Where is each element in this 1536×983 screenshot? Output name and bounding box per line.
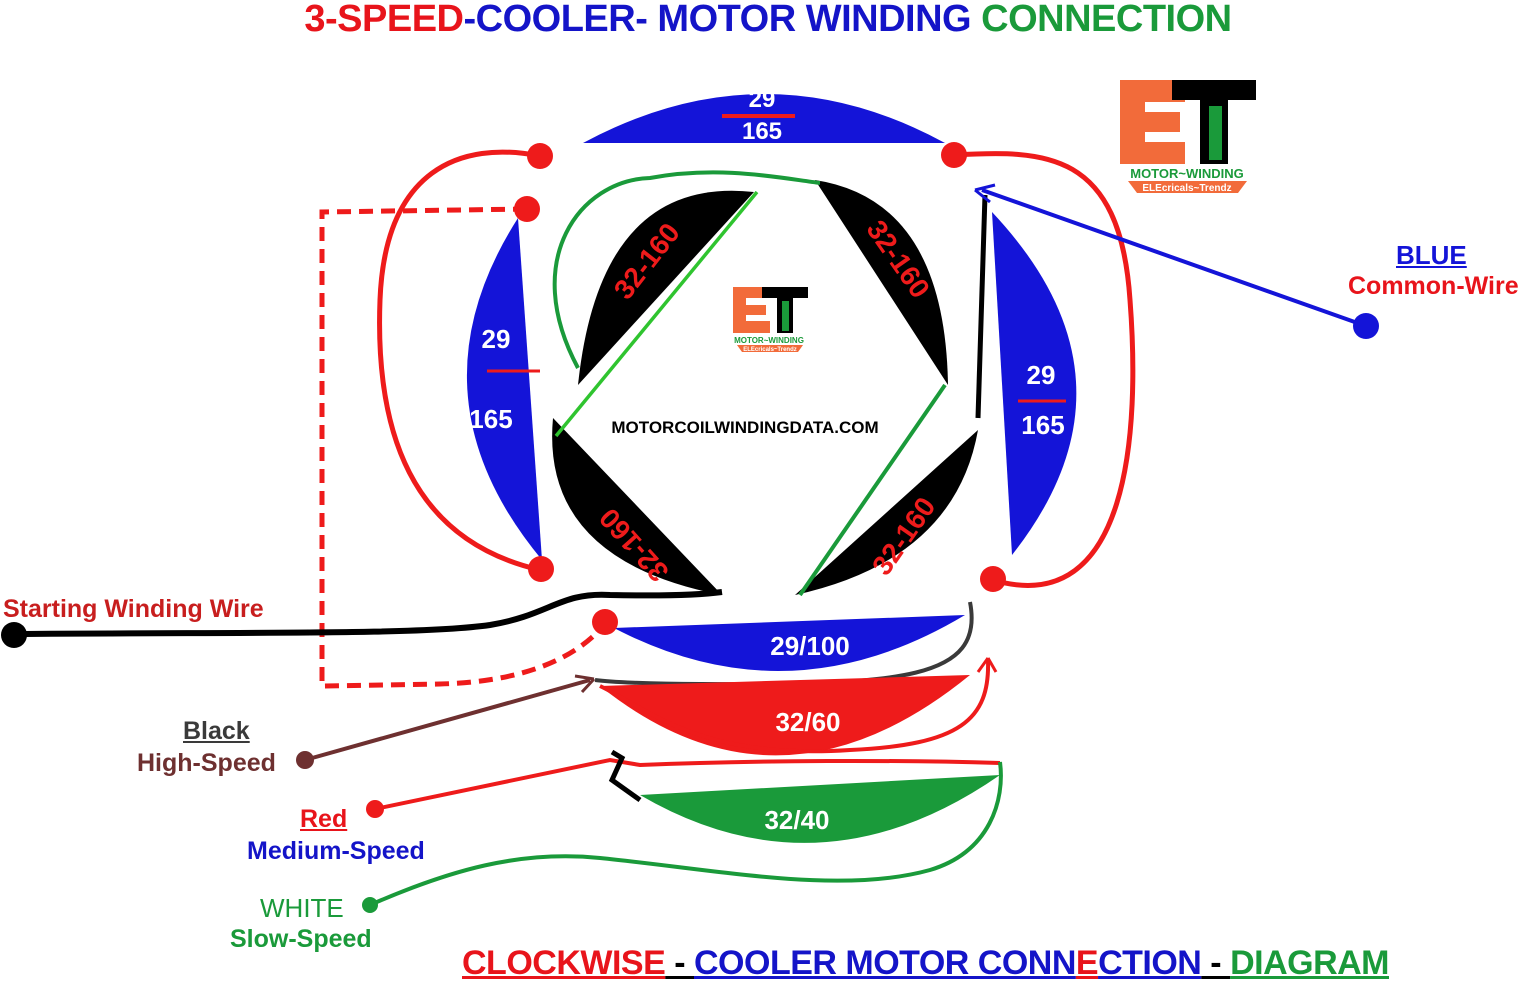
footer-title: CLOCKWISE - COOLER MOTOR CONNECTION - DI… bbox=[462, 944, 1389, 983]
inner-coil-top-left bbox=[578, 190, 754, 385]
terminal-dot-top-right bbox=[941, 142, 967, 168]
website-text: MOTORCOILWINDINGDATA.COM bbox=[611, 418, 878, 437]
red-jumper-left bbox=[377, 149, 541, 573]
footer-title-cooler: COOLER MOTOR CONN bbox=[694, 944, 1076, 982]
logo-small-line2: ELEcricals~Trendz bbox=[743, 347, 797, 353]
blue-common-arrow bbox=[974, 183, 996, 204]
black-common-lead bbox=[975, 194, 988, 419]
red-jumper-right bbox=[953, 151, 1136, 588]
speed-coil-green-label: 32/40 bbox=[764, 805, 829, 835]
coil-left-turns: 29 bbox=[482, 324, 511, 354]
coil-left bbox=[466, 218, 542, 560]
blue-wire-subtitle: Common-Wire bbox=[1348, 272, 1519, 300]
speed-coil-red bbox=[600, 675, 970, 756]
logo-large-e bbox=[1120, 80, 1185, 164]
black-high-speed-terminal bbox=[296, 751, 314, 769]
black-high-speed-wire bbox=[304, 678, 591, 762]
white-wire-subtitle: Slow-Speed bbox=[230, 925, 372, 953]
logo-large-t-stem bbox=[1209, 106, 1222, 160]
black-wire-title: Black bbox=[183, 717, 250, 745]
red-speed-loop bbox=[599, 659, 991, 754]
white-wire-title: WHITE bbox=[260, 893, 344, 923]
logo-small-t-stem bbox=[782, 301, 789, 331]
logo-small: MOTOR~WINDING ELEcricals~Trendz bbox=[733, 287, 808, 353]
logo-large-ribbon bbox=[1128, 181, 1247, 193]
footer-title-ction: CTION bbox=[1098, 944, 1202, 982]
footer-title-e: E bbox=[1075, 944, 1099, 982]
coil-top bbox=[583, 94, 945, 143]
title-part-connection: CONNECTION bbox=[981, 0, 1232, 40]
white-slow-speed-terminal bbox=[362, 897, 378, 913]
coil-right bbox=[992, 212, 1077, 555]
footer-title-sep1: - bbox=[665, 944, 694, 982]
terminal-dot-top-left bbox=[527, 143, 553, 169]
inner-green-diagonal-left bbox=[554, 190, 759, 438]
footer-title-diagram: DIAGRAM bbox=[1230, 944, 1389, 982]
starting-wire-terminal bbox=[1, 622, 27, 648]
coil-top-gauge: 165 bbox=[742, 118, 782, 145]
footer-title-clockwise: CLOCKWISE bbox=[462, 944, 666, 982]
terminal-dot-right-lower bbox=[980, 566, 1006, 592]
coil-bottom bbox=[614, 615, 965, 671]
black-wire-subtitle: High-Speed bbox=[137, 749, 276, 777]
red-medium-speed-wire bbox=[374, 757, 1001, 811]
title-part-speed: 3-SPEED bbox=[304, 0, 464, 40]
terminal-dot-bottom bbox=[592, 609, 618, 635]
splice-connector bbox=[608, 749, 642, 803]
coil-bottom-label: 29/100 bbox=[770, 631, 850, 661]
coil-left-gauge: 165 bbox=[469, 404, 512, 434]
blue-wire-title: BLUE bbox=[1396, 240, 1467, 270]
blue-common-terminal bbox=[1353, 313, 1379, 339]
white-slow-speed-wire bbox=[369, 761, 1003, 907]
red-wire-subtitle: Medium-Speed bbox=[247, 837, 425, 865]
red-medium-speed-terminal bbox=[366, 800, 384, 818]
logo-small-ribbon bbox=[737, 345, 803, 352]
logo-large-line2: ELEcricals~Trendz bbox=[1142, 183, 1231, 194]
footer-title-sep2: - bbox=[1201, 944, 1231, 982]
inner-coil-bottom-left bbox=[552, 418, 722, 595]
diagram-title: 3-SPEED-COOLER- MOTOR WINDING CONNECTION bbox=[0, 0, 1536, 38]
starting-winding-label: Starting Winding Wire bbox=[3, 595, 264, 623]
black-high-speed-arrow bbox=[574, 674, 596, 694]
inner-coil-top-right bbox=[815, 180, 948, 385]
logo-large: MOTOR~WINDING ELEcricals~Trendz bbox=[1120, 80, 1256, 194]
terminal-dot-left-lower bbox=[528, 556, 554, 582]
coil-right-turns: 29 bbox=[1027, 360, 1056, 390]
red-speed-arrow bbox=[976, 657, 998, 673]
coil-top-turns: 29 bbox=[749, 86, 776, 113]
terminal-dot-left-upper bbox=[514, 196, 540, 222]
logo-small-line1: MOTOR~WINDING bbox=[734, 336, 804, 345]
coil-right-gauge: 165 bbox=[1021, 410, 1064, 440]
title-part-cooler: -COOLER- MOTOR WINDING bbox=[463, 0, 982, 40]
blue-common-wire bbox=[981, 188, 1367, 328]
logo-small-e bbox=[733, 287, 770, 333]
red-dashed-jumper bbox=[319, 206, 607, 689]
inner-coil-bottom-right bbox=[795, 430, 978, 595]
starting-winding-wire bbox=[13, 589, 723, 637]
speed-coil-green bbox=[640, 775, 1000, 843]
logo-large-line1: MOTOR~WINDING bbox=[1130, 166, 1244, 181]
inner-green-diagonal-right bbox=[798, 383, 947, 597]
speed-coil-red-label: 32/60 bbox=[775, 707, 840, 737]
red-wire-title: Red bbox=[300, 805, 348, 833]
inner-green-arc bbox=[552, 170, 821, 369]
